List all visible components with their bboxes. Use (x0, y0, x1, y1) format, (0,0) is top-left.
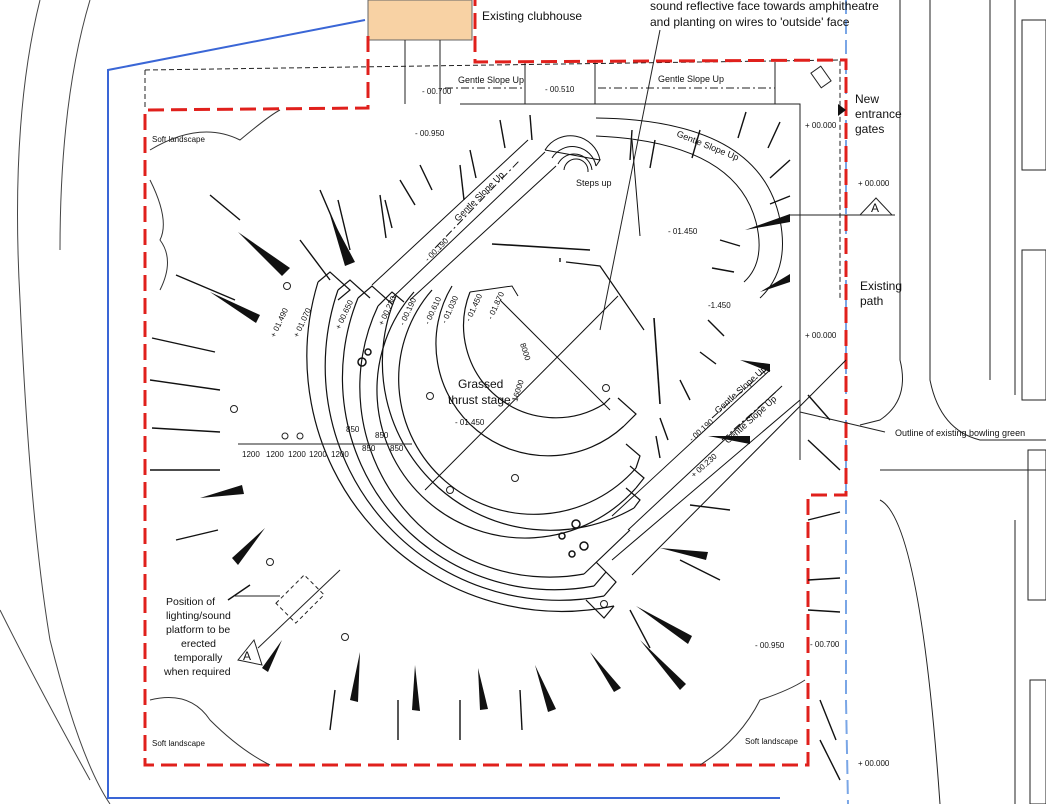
amphitheatre-terraces (306, 271, 645, 619)
level-top-left: - 00.700 (422, 87, 452, 96)
platform-label-3: platform to be (166, 624, 230, 636)
svg-text:850: 850 (390, 444, 404, 453)
gates-label-3: gates (855, 122, 884, 136)
section-marker-southwest: A (237, 569, 341, 666)
svg-text:1200: 1200 (288, 450, 306, 459)
level-stage: - 01.450 (455, 418, 485, 427)
level-right-low: - 00.700 (810, 640, 840, 649)
lighting-platform (275, 574, 325, 624)
svg-text:1200: 1200 (309, 450, 327, 459)
svg-text:850: 850 (346, 425, 360, 434)
ramp-east-curve (595, 117, 783, 299)
platform-label-2: lighting/sound (166, 610, 231, 622)
dim-stage-width: 8000 (518, 342, 532, 362)
landscape-edges (149, 109, 806, 766)
existing-landscape-lines (0, 0, 111, 804)
steps-up-label: Steps up (576, 178, 612, 188)
thrust-stage (424, 285, 619, 491)
platform-label-4: erected (181, 638, 216, 650)
existing-path (859, 0, 1046, 804)
planting-wedges (200, 214, 790, 712)
svg-text:- 01.030: - 01.030 (440, 294, 461, 325)
svg-text:A: A (871, 201, 879, 215)
level-ramp-b: - 00.190 (687, 417, 715, 444)
ramp-northwest (371, 139, 557, 301)
slope-label-east: Gentle Slope Up (675, 129, 740, 163)
interior-walls (491, 139, 661, 405)
svg-text:1200: 1200 (242, 450, 260, 459)
svg-text:+ 01.070: + 01.070 (292, 306, 314, 339)
soft-landscape-sw: Soft landscape (152, 739, 205, 748)
reflective-note-line1: sound reflective face towards amphitheat… (650, 0, 879, 13)
slope-label-2: Gentle Slope Up (658, 74, 724, 84)
soft-landscape-se: Soft landscape (745, 737, 798, 746)
svg-text:A: A (243, 649, 251, 663)
gate-post (810, 65, 832, 89)
svg-text:- 01.450: - 01.450 (464, 292, 485, 323)
platform-label-5: temporally (174, 652, 223, 664)
upper-terrace-walls (404, 40, 801, 460)
site-boundary-east (845, 0, 849, 804)
existing-path-label-2: path (860, 294, 883, 308)
level-bowl-end: -1.450 (708, 301, 731, 310)
stage-label-2: thrust stage (448, 393, 511, 407)
level-bowl: - 01.450 (668, 227, 698, 236)
reflective-note-line2: and planting on wires to 'outside' face (650, 15, 850, 29)
platform-label-1: Position of (166, 596, 215, 608)
level-bottom-right: + 00.000 (858, 759, 890, 768)
level-right-mid: + 00.000 (805, 331, 837, 340)
svg-text:1200: 1200 (331, 450, 349, 459)
gate-icon (838, 104, 846, 116)
slope-label-1: Gentle Slope Up (458, 75, 524, 85)
bowling-green-label: Outline of existing bowling green (895, 428, 1025, 438)
clubhouse (367, 0, 473, 41)
level-gates: + 00.000 (805, 121, 837, 130)
clubhouse-label: Existing clubhouse (482, 9, 582, 23)
level-upper-left: - 00.950 (415, 129, 445, 138)
svg-text:- 01.870: - 01.870 (486, 290, 507, 321)
planting-ticks (149, 111, 841, 781)
level-ramp-c: + 00.230 (689, 451, 719, 479)
level-ramp-a: - 00.190 (423, 236, 451, 264)
svg-text:850: 850 (362, 444, 376, 453)
gates-label-2: entrance (855, 107, 902, 121)
site-boundary (107, 19, 780, 799)
wheelchair-icon (357, 348, 589, 558)
ramp-southeast (611, 359, 847, 576)
steps-up (544, 135, 601, 173)
existing-path-label-1: Existing (860, 279, 902, 293)
section-marker-east: A (790, 197, 895, 216)
stage-label-1: Grassed (458, 377, 503, 391)
svg-text:+ 01.490: + 01.490 (269, 306, 291, 339)
level-top-mid: - 00.510 (545, 85, 575, 94)
svg-text:- 00.190: - 00.190 (398, 296, 419, 327)
tree-markers (230, 282, 610, 641)
gates-label-1: New (855, 92, 879, 106)
soft-landscape-nw: Soft landscape (152, 135, 205, 144)
svg-text:850: 850 (375, 431, 389, 440)
platform-label-6: when required (163, 666, 231, 678)
row-dimensions: 1200 1200 1200 1200 1200 850 850 850 850 (238, 425, 412, 459)
level-lower-right: - 00.950 (755, 641, 785, 650)
development-boundary (143, 0, 848, 767)
svg-text:1200: 1200 (266, 450, 284, 459)
upper-terrace-outline (144, 59, 841, 300)
bowling-green-leader (799, 411, 886, 433)
level-gates-b: + 00.000 (858, 179, 890, 188)
